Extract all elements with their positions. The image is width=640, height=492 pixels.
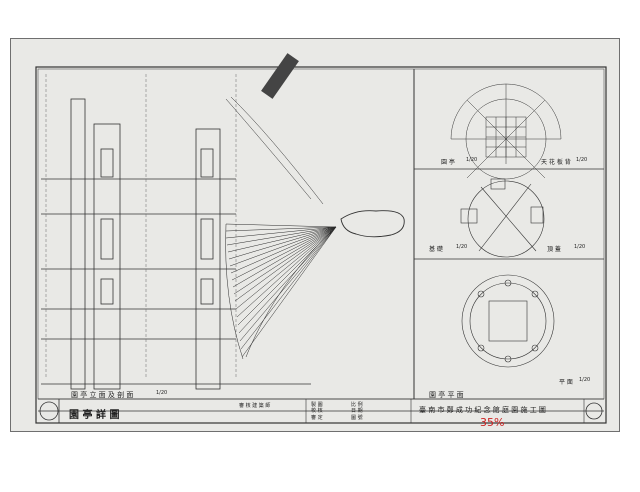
hatched-block bbox=[261, 53, 299, 99]
field-date: 日 期 bbox=[351, 408, 363, 414]
field-drawn: 製 圖 bbox=[311, 402, 323, 408]
drawing-linework bbox=[35, 53, 607, 424]
radial-plan bbox=[450, 83, 562, 180]
field-no: 圖 號 bbox=[351, 415, 363, 421]
field-checked: 校 核 bbox=[311, 408, 323, 414]
roof-finial bbox=[340, 210, 405, 238]
upper-right-view-title: 天 花 板 背 bbox=[541, 159, 571, 166]
drawing-sheet: 園 亭 立 面 及 剖 面 1/20 園 亭 平 面 園 亭 1/20 天 花 … bbox=[10, 38, 620, 432]
upper-left-view-scale: 1/20 bbox=[466, 157, 478, 163]
upper-right-view-scale: 1/20 bbox=[576, 157, 588, 163]
sheet-title: 園 亭 詳 圖 bbox=[69, 410, 120, 421]
centre-lines bbox=[45, 74, 237, 379]
upper-left-view-title: 園 亭 bbox=[441, 159, 455, 166]
drawing-frame bbox=[35, 66, 607, 424]
office-logo bbox=[39, 401, 59, 421]
roof-rafters bbox=[225, 96, 337, 360]
elevation-columns bbox=[41, 98, 311, 390]
handwritten-stamp: 35% bbox=[480, 416, 505, 429]
field-scale: 比 例 bbox=[351, 402, 363, 408]
floor-plan-title: 平 面 bbox=[559, 379, 573, 386]
project-name: 臺 南 市 鄭 成 功 紀 念 館 庭 園 施 工 圖 bbox=[419, 406, 546, 414]
beam-plan-left-title: 基 礎 bbox=[429, 246, 443, 253]
elevation-section-scale: 1/20 bbox=[156, 390, 168, 396]
beam-plan-right-title: 頂 蓋 bbox=[547, 246, 561, 253]
sheet-number-circle bbox=[585, 402, 603, 420]
floor-plan-scale: 1/20 bbox=[579, 377, 591, 383]
elevation-section-title: 園 亭 立 面 及 剖 面 bbox=[71, 391, 134, 399]
beam-plan-left-scale: 1/20 bbox=[456, 244, 468, 250]
floor-plan bbox=[461, 274, 555, 368]
inner-frame bbox=[37, 68, 605, 400]
plan-title: 園 亭 平 面 bbox=[429, 391, 464, 399]
beam-plan bbox=[460, 178, 545, 258]
note-right: 審 核 建 築 師 bbox=[239, 403, 271, 409]
beam-plan-right-scale: 1/20 bbox=[574, 244, 586, 250]
field-approved: 審 定 bbox=[311, 415, 323, 421]
